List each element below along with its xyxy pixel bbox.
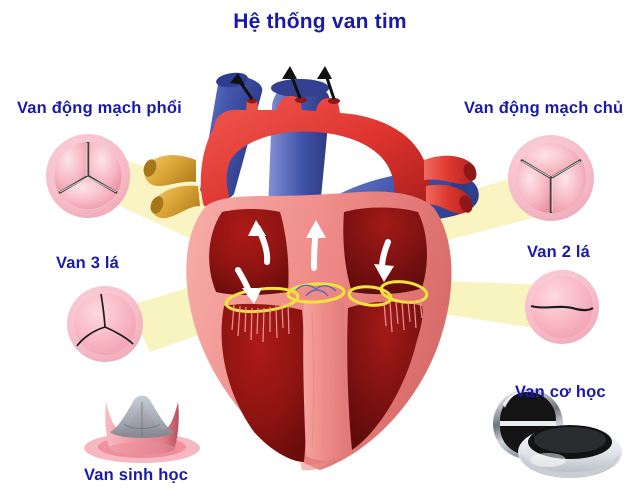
bioprosthetic-valve-icon — [84, 395, 200, 463]
right-ventricle-cavity — [221, 303, 307, 462]
bio-top-rim — [106, 442, 178, 458]
brachiocephalic-lumen-2 — [295, 97, 307, 103]
mech-base-inner-rim — [534, 427, 606, 453]
pulmonary-ring — [286, 282, 346, 304]
right-atrium-cavity — [209, 209, 289, 295]
chordae-tendineae — [231, 298, 423, 343]
mech-housing-sheen — [503, 389, 528, 408]
bio-leaflet-seams — [123, 402, 161, 436]
page-title: Hệ thống van tim — [233, 10, 407, 33]
brachiocephalic-lumen-3 — [328, 98, 340, 104]
mech-disc-hinge — [500, 421, 556, 426]
brachiocephalic-lumen-1 — [247, 98, 257, 104]
mech-base-highlight — [530, 453, 566, 467]
mitral-valve-icon — [525, 270, 599, 344]
flow-arrowheads — [242, 220, 394, 304]
aortic-valve-icon — [508, 135, 594, 221]
left-pulmonary-veins — [143, 155, 200, 219]
label-aortic-valve: Van động mạch chủ — [464, 99, 624, 117]
left-ventricle-cavity — [347, 301, 423, 450]
pulmonary-valve-icon — [46, 134, 130, 218]
label-pulmonary-valve: Van động mạch phổi — [17, 99, 182, 117]
label-bioprosthetic-valve: Van sinh học — [84, 466, 189, 484]
mechanical-valve-icon — [493, 389, 622, 478]
right-pulmonary-veins — [424, 155, 477, 214]
pulmonary-trunk-lumen — [271, 79, 329, 97]
label-tricuspid-valve: Van 3 lá — [56, 254, 120, 272]
label-mitral-valve: Van 2 lá — [527, 243, 591, 261]
valve-rings — [224, 280, 429, 314]
label-mechanical-valve: Van cơ học — [515, 383, 606, 401]
apex-highlight — [300, 458, 332, 471]
mech-disc-upper — [500, 392, 556, 420]
aortic-ring — [379, 280, 429, 304]
mech-base-foot — [520, 452, 620, 478]
outflow-arrowheads — [230, 66, 332, 85]
septum-striations — [311, 309, 334, 451]
pulmonary-valve-leaflets — [295, 284, 337, 297]
aortic-arch — [200, 95, 430, 214]
interventricular-septum — [303, 300, 347, 461]
heart-anatomy — [143, 66, 479, 471]
tricuspid-valve-icon — [67, 286, 143, 362]
